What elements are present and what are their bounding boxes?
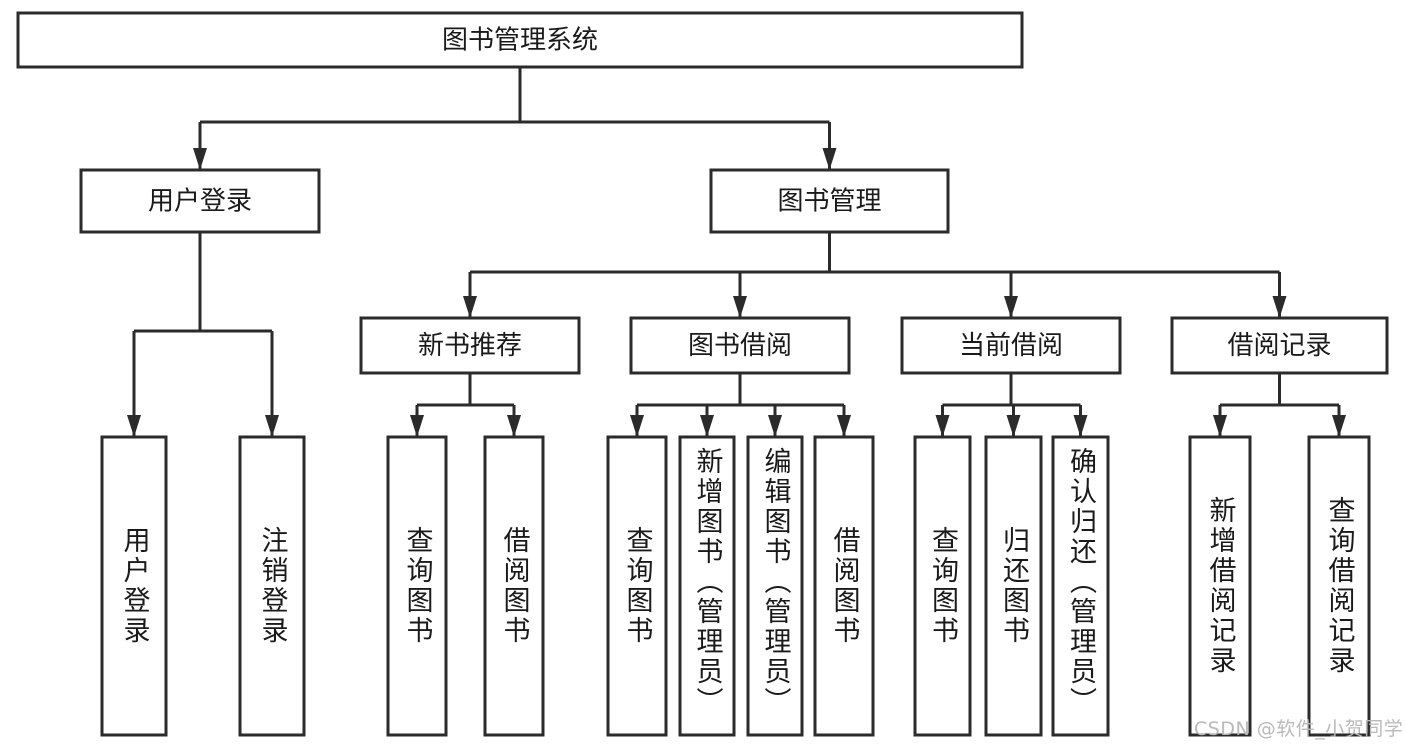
bookmgmt-to-l3-arrowhead-0 <box>463 296 477 318</box>
record-to-leaves-arrowhead-0 <box>1213 415 1227 437</box>
bookmgmt-to-l3-arrowhead-3 <box>1272 296 1287 318</box>
node-box-leaf-2 <box>386 435 448 737</box>
node-box-l2-1 <box>709 168 950 234</box>
node-box-l2-0 <box>79 168 321 234</box>
csdn-watermark: CSDN @软件_小贺同学 <box>1194 718 1404 740</box>
node-box-leaf-11 <box>1188 435 1252 737</box>
node-box-leaf-7 <box>813 435 875 737</box>
newbook-to-leaves-arrowhead-1 <box>507 415 521 437</box>
borrow-to-leaves-arrowhead-2 <box>768 415 782 437</box>
node-label-l2-0: 用户登录 <box>148 187 252 217</box>
node-box-leaf-8 <box>913 435 972 737</box>
node-box-leaf-10 <box>1051 435 1110 737</box>
node-box-l3-1 <box>629 316 851 375</box>
newbook-to-leaves-arrowhead-0 <box>410 415 424 437</box>
node-label-l3-1: 图书借阅 <box>688 331 792 361</box>
current-to-leaves-arrowhead-1 <box>1006 415 1021 437</box>
node-box-l3-3 <box>1170 316 1389 375</box>
node-box-l3-0 <box>359 316 581 375</box>
node-box-leaf-9 <box>984 435 1043 737</box>
current-to-leaves-arrowhead-0 <box>935 415 950 437</box>
node-box-l3-2 <box>900 316 1122 375</box>
node-box-leaf-3 <box>483 435 545 737</box>
current-to-leaves-arrowhead-2 <box>1073 415 1088 437</box>
login-to-leaves-arrowhead-0 <box>127 415 141 437</box>
bookmgmt-to-l3-arrowhead-2 <box>1004 296 1018 318</box>
login-to-leaves-arrowhead-1 <box>265 415 279 437</box>
node-box-root-0 <box>16 11 1024 69</box>
node-label-l3-3: 借阅记录 <box>1227 331 1331 361</box>
node-label-l3-0: 新书推荐 <box>418 331 522 361</box>
root-to-l2-arrowhead-1 <box>822 148 837 170</box>
node-box-leaf-1 <box>238 435 306 737</box>
borrow-to-leaves-arrowhead-0 <box>630 415 644 437</box>
node-box-leaf-12 <box>1307 435 1371 737</box>
node-label-l3-2: 当前借阅 <box>959 331 1063 361</box>
borrow-to-leaves-arrowhead-1 <box>700 415 714 437</box>
node-box-leaf-0 <box>100 435 168 737</box>
edges-layer <box>127 67 1346 437</box>
root-to-l2-arrowhead-0 <box>193 148 207 170</box>
record-to-leaves-arrowhead-1 <box>1332 415 1346 437</box>
node-box-leaf-5 <box>678 435 736 737</box>
node-label-root-0: 图书管理系统 <box>442 26 598 56</box>
borrow-to-leaves-arrowhead-3 <box>837 415 851 437</box>
node-box-leaf-6 <box>746 435 804 737</box>
node-label-l2-1: 图书管理 <box>777 187 881 217</box>
bookmgmt-to-l3-arrowhead-1 <box>733 296 747 318</box>
node-box-leaf-4 <box>606 435 668 737</box>
